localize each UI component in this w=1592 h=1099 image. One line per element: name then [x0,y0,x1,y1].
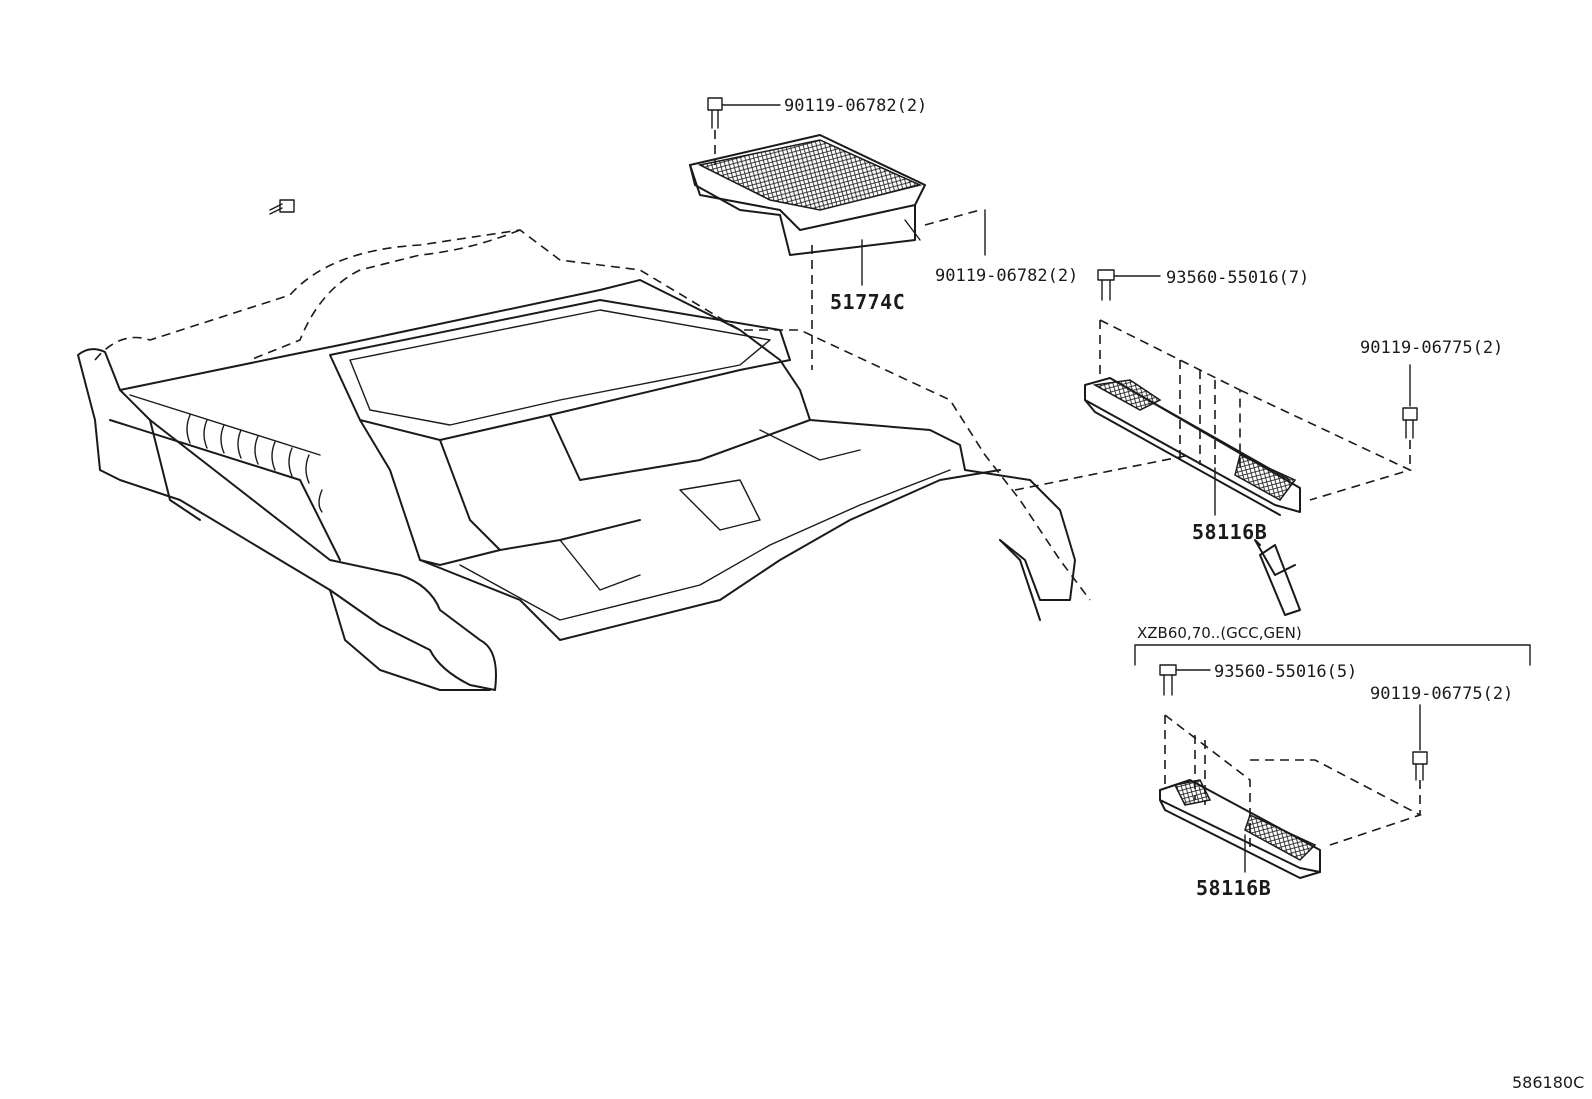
cover-51774c [689,134,926,256]
bolt-icon [707,97,723,129]
bolt-icon [269,199,295,215]
label-cover-51774c: 51774C [830,290,906,314]
label-bolt-top-1: 90119-06782(2) [784,96,928,116]
label-screw-lower: 93560-55016(5) [1214,662,1358,682]
label-screw-upper: 93560-55016(7) [1166,268,1310,288]
bolt-icon [1402,407,1418,439]
label-panel-upper: 58116B [1192,520,1268,544]
illustration-ref-number: 586180C [1512,1073,1585,1092]
vehicle-floor-body [77,229,1091,691]
screw-icon [1159,664,1177,696]
screw-icon [1097,269,1115,301]
label-variant-note: XZB60,70..(GCC,GEN) [1137,624,1302,642]
label-bolt-right-lower: 90119-06775(2) [1370,684,1514,704]
label-bolt-right-upper: 90119-06775(2) [1360,338,1504,358]
label-panel-lower: 58116B [1196,876,1272,900]
arrow-icon [1254,539,1301,616]
slot-group [186,414,323,513]
bolt-icon [1412,751,1428,781]
panel-58116b-upper [1084,377,1301,516]
label-bolt-top-2: 90119-06782(2) [935,266,1079,286]
variant-bracket [1134,644,1531,666]
panel-58116b-lower [1159,779,1321,879]
